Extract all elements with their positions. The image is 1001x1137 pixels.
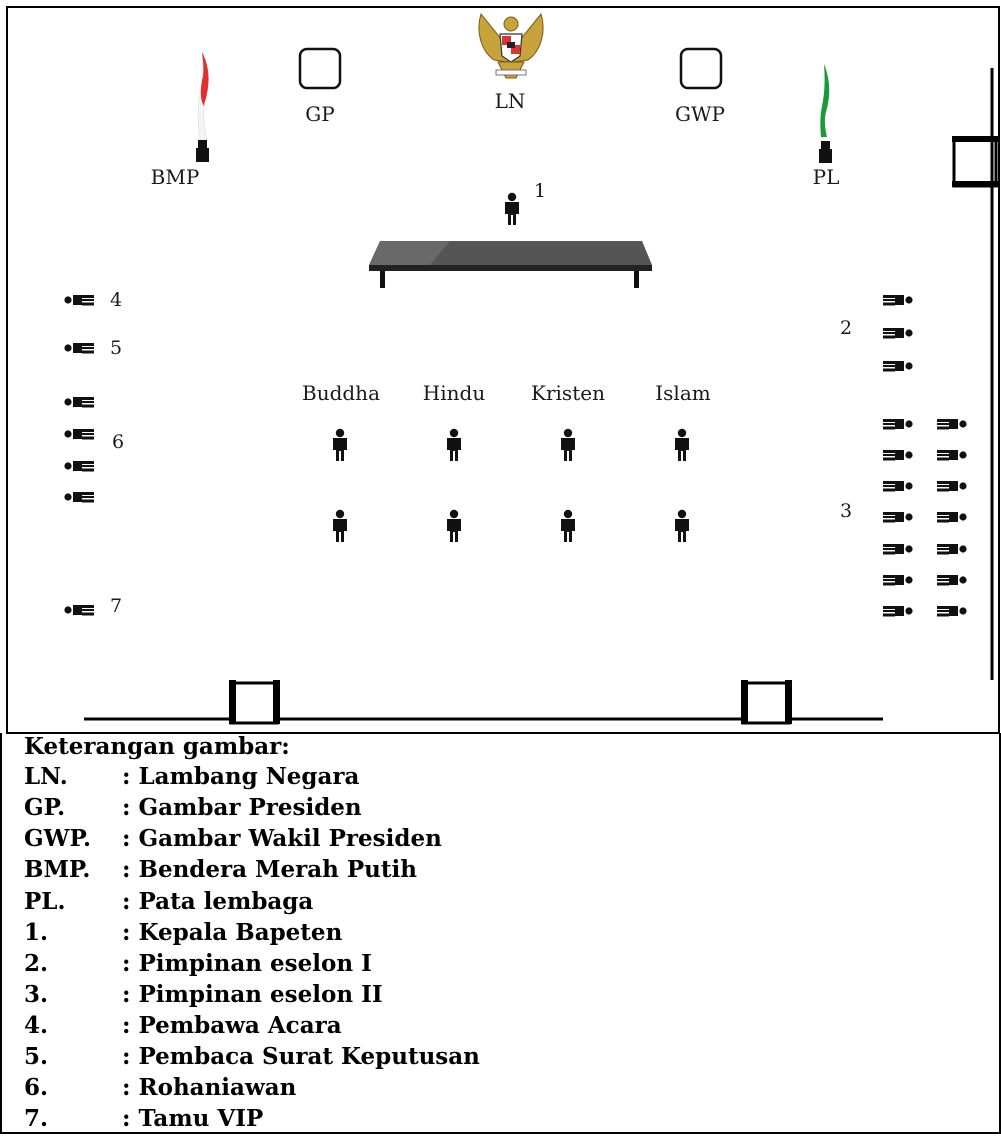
number-1-label: 1: [534, 180, 546, 202]
legend-code: 3.: [24, 981, 49, 1008]
legend-code: 5.: [24, 1043, 49, 1070]
legend-desc: : Pimpinan eselon I: [122, 950, 372, 977]
legend-desc: : Gambar Presiden: [122, 794, 362, 821]
room-layout-diagram: LN GP GWP BMP PL 1 4 5 6 7 2: [6, 6, 1000, 734]
legend-desc: : Rohaniawan: [122, 1074, 297, 1101]
person-buddha-2-icon: [333, 509, 347, 542]
person-kristen-icon: [561, 428, 575, 461]
religion-label-kristen: Kristen: [531, 381, 605, 405]
person-6b-icon: [64, 429, 94, 440]
bottom-right-door-icon: [741, 680, 792, 725]
person-3-icon: [883, 481, 913, 492]
person-7-icon: [64, 605, 94, 616]
person-3-icon: [883, 544, 913, 555]
religion-label-islam: Islam: [655, 381, 710, 405]
ln-label: LN: [495, 89, 526, 113]
legend-desc: : Tamu VIP: [122, 1105, 264, 1132]
person-6a-icon: [64, 397, 94, 408]
person-3-icon: [883, 450, 913, 461]
number-4-label: 4: [110, 289, 122, 311]
person-3-icon: [883, 419, 913, 430]
person-buddha-icon: [333, 428, 347, 461]
person-3-icon: [937, 544, 967, 555]
gp-label: GP: [305, 102, 334, 126]
person-islam-2-icon: [675, 509, 689, 542]
gwp-label: GWP: [675, 102, 725, 126]
person-3-icon: [937, 575, 967, 586]
person-islam-icon: [675, 428, 689, 461]
person-3-icon: [883, 606, 913, 617]
bmp-label: BMP: [151, 165, 200, 189]
person-2b-icon: [883, 328, 913, 339]
legend-code: 4.: [24, 1012, 49, 1039]
number-3-label: 3: [840, 500, 852, 522]
pl-label: PL: [813, 165, 840, 189]
legend-code: PL.: [24, 888, 66, 915]
person-3-icon: [937, 606, 967, 617]
person-5-icon: [64, 343, 94, 354]
legend-desc: : Pimpinan eselon II: [122, 981, 383, 1008]
number-7-label: 7: [110, 595, 122, 617]
gwp-picture-frame-icon: [679, 47, 723, 90]
right-door-icon: [952, 136, 998, 188]
legend-desc: : Gambar Wakil Presiden: [122, 825, 442, 852]
legend-desc: : Pata lembaga: [122, 888, 314, 915]
legend-desc: : Bendera Merah Putih: [122, 856, 417, 883]
person-1-icon: [505, 192, 519, 225]
person-2a-icon: [883, 295, 913, 306]
legend-code: BMP.: [24, 856, 91, 883]
garuda-emblem-icon: [478, 12, 544, 79]
bmp-flag-icon: [196, 51, 209, 162]
person-3-icon: [883, 512, 913, 523]
person-3-icon: [937, 419, 967, 430]
religion-label-buddha: Buddha: [302, 381, 380, 405]
diagram-frame: [6, 6, 1000, 734]
gp-picture-frame-icon: [298, 47, 342, 90]
number-6-label: 6: [112, 431, 124, 453]
person-hindu-icon: [447, 428, 461, 461]
person-2c-icon: [883, 361, 913, 372]
legend-desc: : Kepala Bapeten: [122, 919, 343, 946]
religion-label-hindu: Hindu: [423, 381, 486, 405]
legend-code: 2.: [24, 950, 49, 977]
person-hindu-2-icon: [447, 509, 461, 542]
person-4-icon: [64, 295, 94, 306]
person-6c-icon: [64, 461, 94, 472]
number-2-label: 2: [840, 317, 852, 339]
pl-flag-icon: [819, 64, 832, 163]
legend-code: 6.: [24, 1074, 49, 1101]
legend-code: GP.: [24, 794, 66, 821]
person-kristen-2-icon: [561, 509, 575, 542]
legend-panel: Keterangan gambar: LN. : Lambang Negara …: [0, 733, 1001, 1134]
person-6d-icon: [64, 492, 94, 503]
legend-desc: : Pembaca Surat Keputusan: [122, 1043, 480, 1070]
legend-code: 7.: [24, 1105, 49, 1132]
person-3-icon: [883, 575, 913, 586]
legend-code: LN.: [24, 763, 68, 790]
person-3-icon: [937, 450, 967, 461]
person-3-icon: [937, 481, 967, 492]
legend-code: 1.: [24, 919, 49, 946]
legend-desc: : Lambang Negara: [122, 763, 360, 790]
table-icon: [369, 241, 652, 288]
legend-desc: : Pembawa Acara: [122, 1012, 342, 1039]
number-5-label: 5: [110, 337, 122, 359]
bottom-left-door-icon: [229, 680, 280, 725]
person-3-icon: [937, 512, 967, 523]
legend-title: Keterangan gambar:: [24, 733, 290, 760]
legend-code: GWP.: [24, 825, 91, 852]
